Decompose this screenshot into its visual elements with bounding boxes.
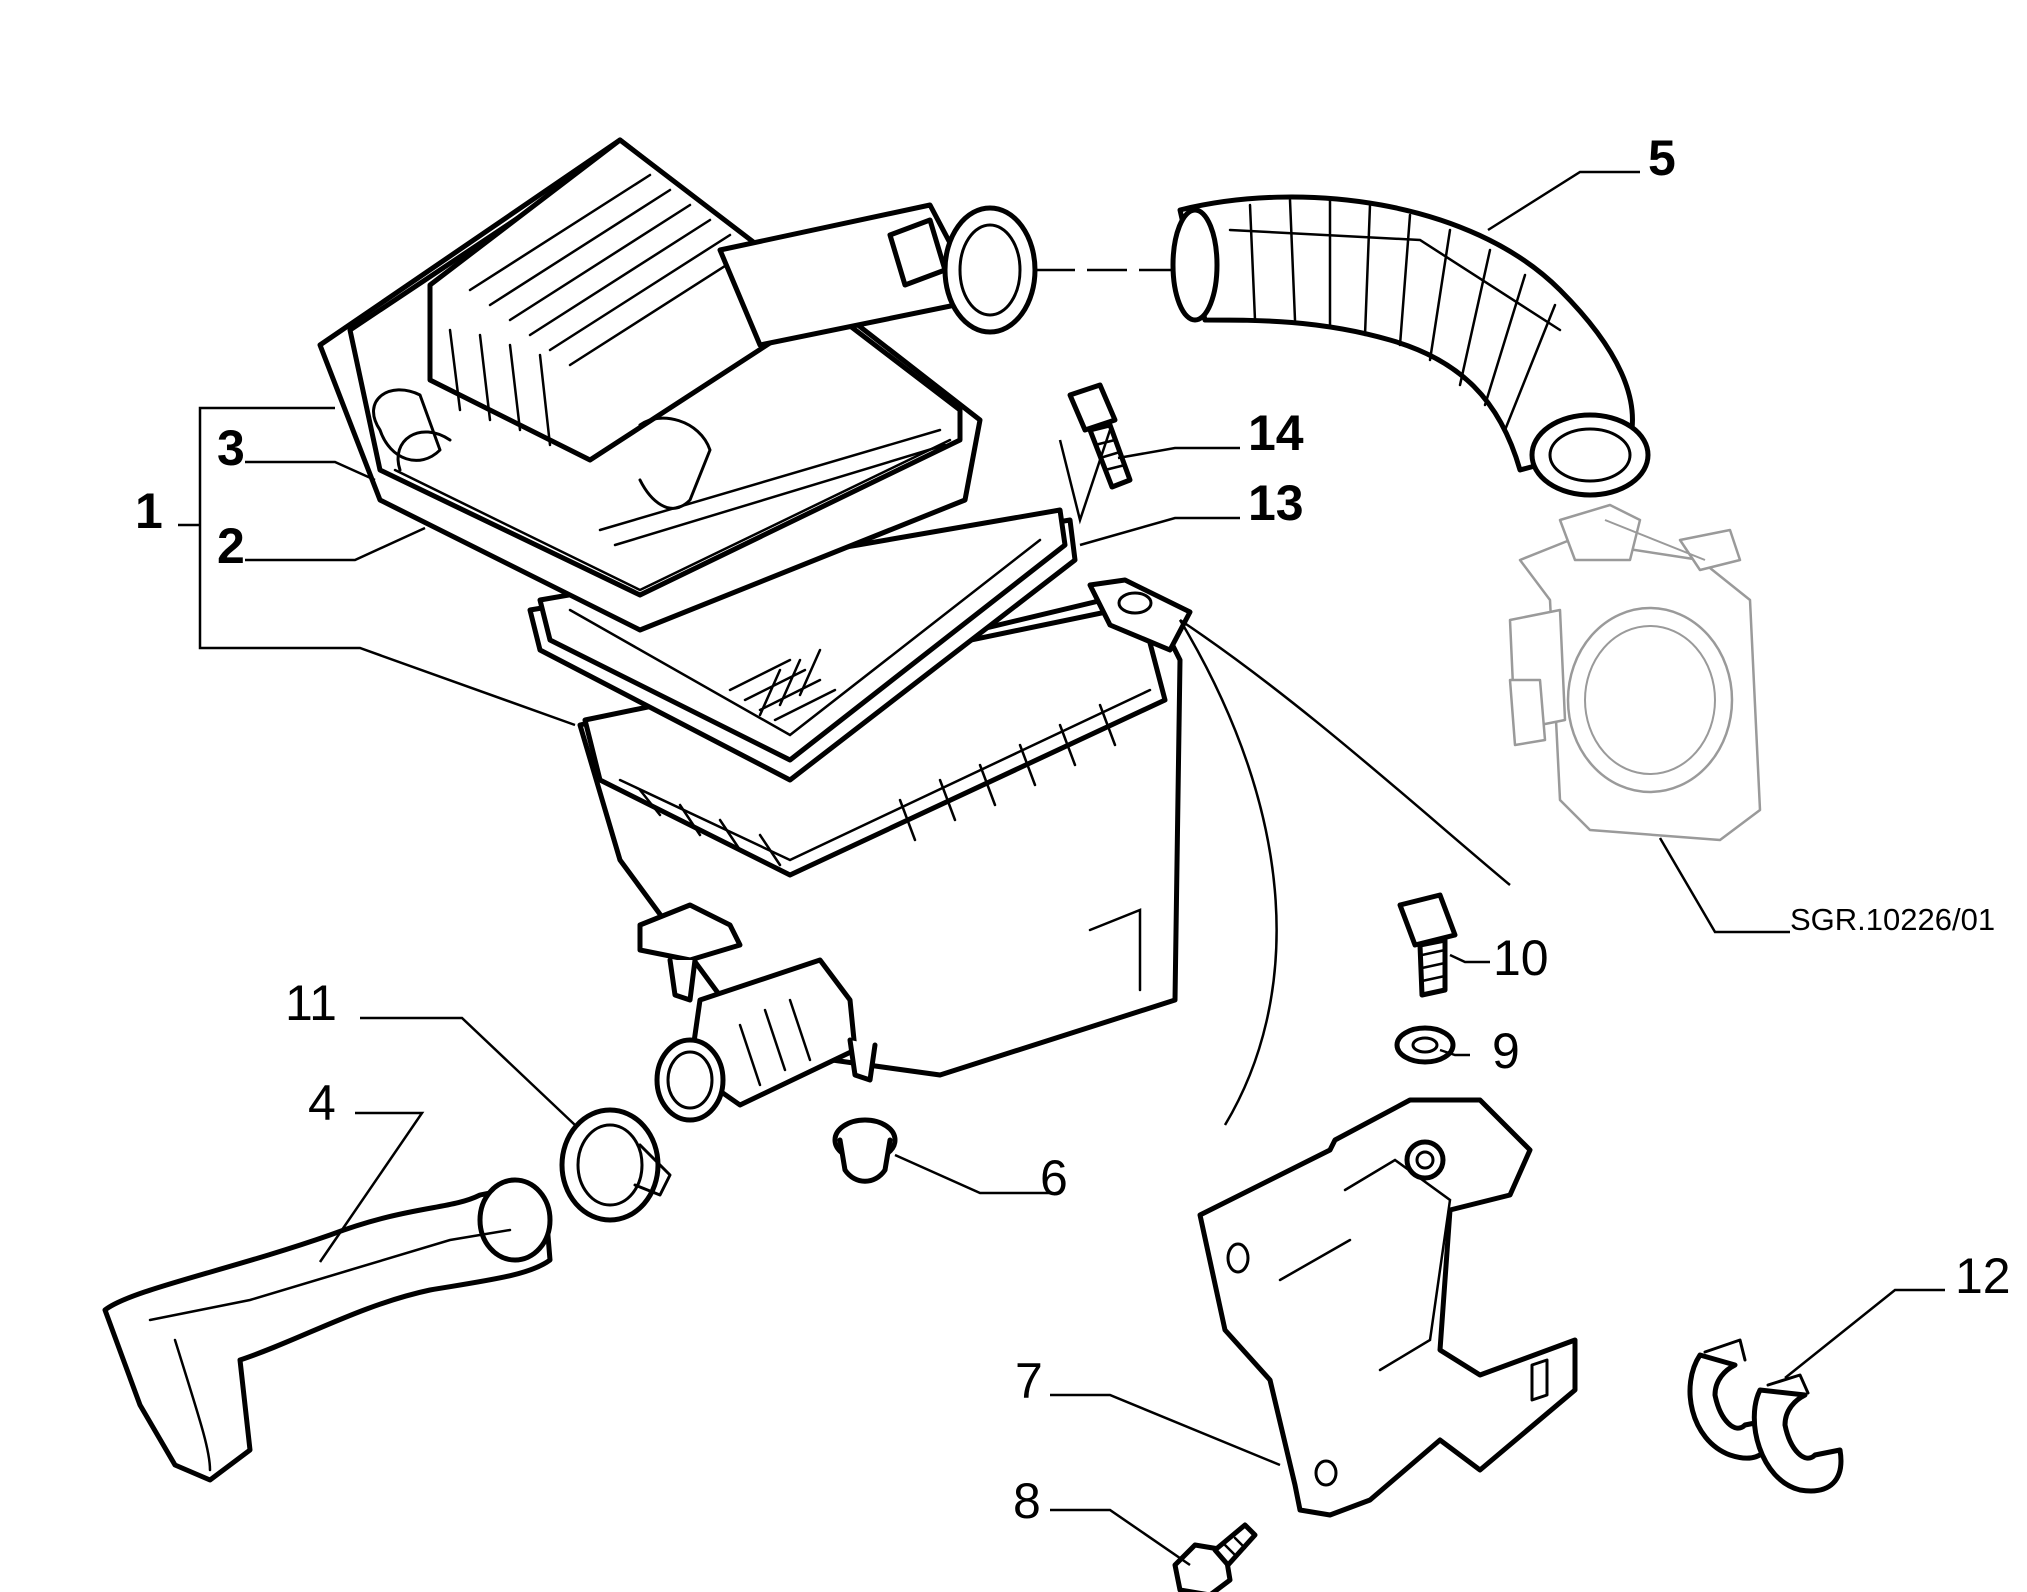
callout-9: 9: [1492, 1023, 1520, 1079]
callout-4: 4: [308, 1075, 336, 1131]
bolt-14: [1067, 382, 1133, 490]
callout-8: 8: [1013, 1473, 1041, 1529]
inlet-duct: [102, 1177, 553, 1483]
grommet-6: [832, 1117, 898, 1184]
air-filter-upper-cover: [317, 137, 1038, 633]
bolt-10: [1397, 892, 1458, 998]
callout-3: 3: [217, 420, 245, 476]
callout-2: 2: [217, 518, 245, 574]
callout-10: 10: [1493, 930, 1549, 986]
intake-hose: [1170, 194, 1651, 498]
callout-11: 11: [285, 975, 337, 1031]
callout-labels: 1 2 3 4 5 6 7 8 9 10 11 12 13 14 SGR.102…: [135, 130, 2011, 1529]
mounting-bracket: [1197, 1097, 1578, 1518]
callout-1: 1: [135, 483, 163, 539]
reference-code: SGR.10226/01: [1790, 902, 1995, 937]
filter-element: [527, 507, 1078, 783]
clip-12: [1687, 1338, 1844, 1494]
callout-12: 12: [1955, 1248, 2011, 1304]
bolt-8: [1172, 1522, 1258, 1592]
callout-13: 13: [1248, 475, 1304, 531]
leader-lines: [178, 170, 1945, 1567]
callout-6: 6: [1040, 1150, 1068, 1206]
washer-9: [1394, 1025, 1456, 1065]
hose-clamp: [559, 1107, 672, 1223]
callout-14: 14: [1248, 405, 1304, 461]
throttle-body-reference: [1508, 503, 1762, 842]
callout-7: 7: [1015, 1353, 1043, 1409]
callout-5: 5: [1648, 130, 1676, 186]
